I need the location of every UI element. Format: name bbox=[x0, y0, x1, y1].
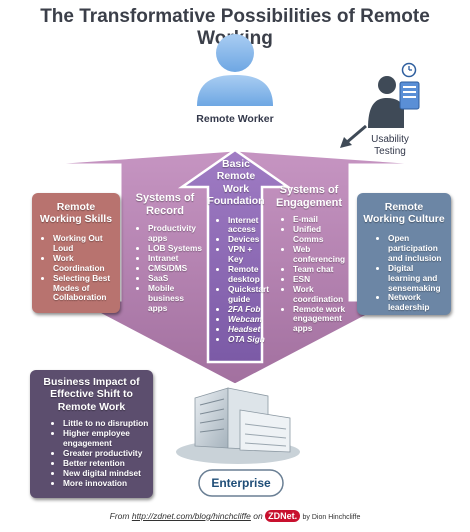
list-item: New digital mindset bbox=[63, 468, 149, 479]
remote-working-culture-title: Remote Working Culture bbox=[363, 201, 445, 226]
list-item: OTA Sign bbox=[228, 334, 265, 345]
list-item: Greater productivity bbox=[63, 448, 149, 459]
footer-credit: From http://zdnet.com/blog/hinchcliffe o… bbox=[109, 510, 361, 522]
list-item: Remote work engagement apps bbox=[293, 304, 350, 335]
list-item: More innovation bbox=[63, 478, 149, 489]
source-link[interactable]: http://zdnet.com/blog/hinchcliffe bbox=[131, 511, 251, 521]
remote-working-culture-list: Open participation and inclusion Digital… bbox=[377, 233, 447, 314]
list-item: Work coordination bbox=[293, 284, 350, 305]
remote-working-skills-title: Remote Working Skills bbox=[39, 201, 113, 226]
list-item: Higher employee engagement bbox=[63, 428, 149, 449]
list-item: Internet access bbox=[228, 215, 265, 236]
systems-of-record-list: Productivity apps LOB Systems Intranet C… bbox=[137, 223, 205, 314]
usability-pointer-arrow bbox=[340, 124, 367, 148]
list-item: Quickstart guide bbox=[228, 284, 269, 305]
list-item: Selecting Best Modes of Collaboration bbox=[53, 273, 116, 304]
list-item: Webcam bbox=[228, 314, 265, 325]
list-item: Work Coordination bbox=[53, 253, 116, 274]
list-item: Working Out Loud bbox=[53, 233, 116, 254]
list-item: Mobile business apps bbox=[148, 283, 205, 314]
remote-working-culture-box: Remote Working Culture Open participatio… bbox=[357, 193, 451, 315]
remote-working-skills-box: Remote Working Skills Working Out Loud W… bbox=[32, 193, 120, 313]
list-item: Open participation and inclusion bbox=[388, 233, 447, 264]
usability-testing-label: Usability Testing bbox=[371, 134, 409, 157]
list-item: Devices bbox=[228, 234, 265, 245]
list-item: VPN + Key bbox=[228, 244, 265, 265]
list-item: Network leadership bbox=[388, 293, 447, 313]
business-impact-title: Business Impact of Effective Shift to Re… bbox=[43, 376, 140, 413]
list-item: Unified Comms bbox=[293, 224, 350, 245]
list-item: SaaS bbox=[148, 273, 205, 284]
usability-testing-icon bbox=[368, 62, 420, 128]
list-item: Web conferencing bbox=[293, 244, 350, 265]
business-impact-list: Little to no disruption Higher employee … bbox=[52, 418, 149, 489]
systems-of-engagement-section: Systems of Engagement E-mail Unified Com… bbox=[268, 184, 350, 334]
list-item: 2FA Fob bbox=[228, 304, 265, 315]
list-item: LOB Systems bbox=[148, 243, 205, 254]
remote-worker-label: Remote Worker bbox=[196, 113, 274, 125]
systems-of-record-title: Systems of Record bbox=[135, 192, 195, 217]
enterprise-building-icon bbox=[176, 387, 300, 464]
remote-working-skills-list: Working Out Loud Work Coordination Selec… bbox=[42, 233, 116, 304]
systems-of-record-section: Systems of Record Productivity apps LOB … bbox=[125, 192, 205, 314]
zdnet-logo: ZDNet. bbox=[265, 510, 301, 522]
systems-of-engagement-list: E-mail Unified Comms Web conferencing Te… bbox=[282, 214, 350, 335]
framework-arrow-shape bbox=[22, 148, 448, 387]
list-item: Team chat bbox=[293, 264, 350, 275]
list-item: Little to no disruption bbox=[63, 418, 149, 429]
list-item: ESN bbox=[293, 274, 350, 285]
list-item: Productivity apps bbox=[148, 223, 205, 244]
list-item: Intranet bbox=[148, 253, 205, 264]
basic-foundation-italic-list: 2FA Fob Webcam Headset OTA Sign bbox=[217, 304, 265, 345]
basic-foundation-section: Basic Remote Work Foundation Internet ac… bbox=[207, 158, 269, 345]
list-item: CMS/DMS bbox=[148, 263, 205, 274]
business-impact-box: Business Impact of Effective Shift to Re… bbox=[30, 370, 153, 498]
systems-of-engagement-title: Systems of Engagement bbox=[275, 184, 342, 209]
list-item: Digital learning and sensemaking bbox=[388, 263, 447, 294]
basic-foundation-title: Basic Remote Work Foundation bbox=[207, 158, 265, 208]
basic-foundation-list: Internet access Devices VPN + Key Remote… bbox=[217, 215, 269, 306]
list-item: Better retention bbox=[63, 458, 149, 469]
list-item: E-mail bbox=[293, 214, 350, 225]
list-item: Headset bbox=[228, 324, 265, 335]
enterprise-pill bbox=[198, 469, 284, 497]
remote-worker-icon bbox=[197, 34, 273, 106]
enterprise-label: Enterprise bbox=[211, 476, 271, 490]
list-item: Remote desktop bbox=[228, 264, 265, 285]
